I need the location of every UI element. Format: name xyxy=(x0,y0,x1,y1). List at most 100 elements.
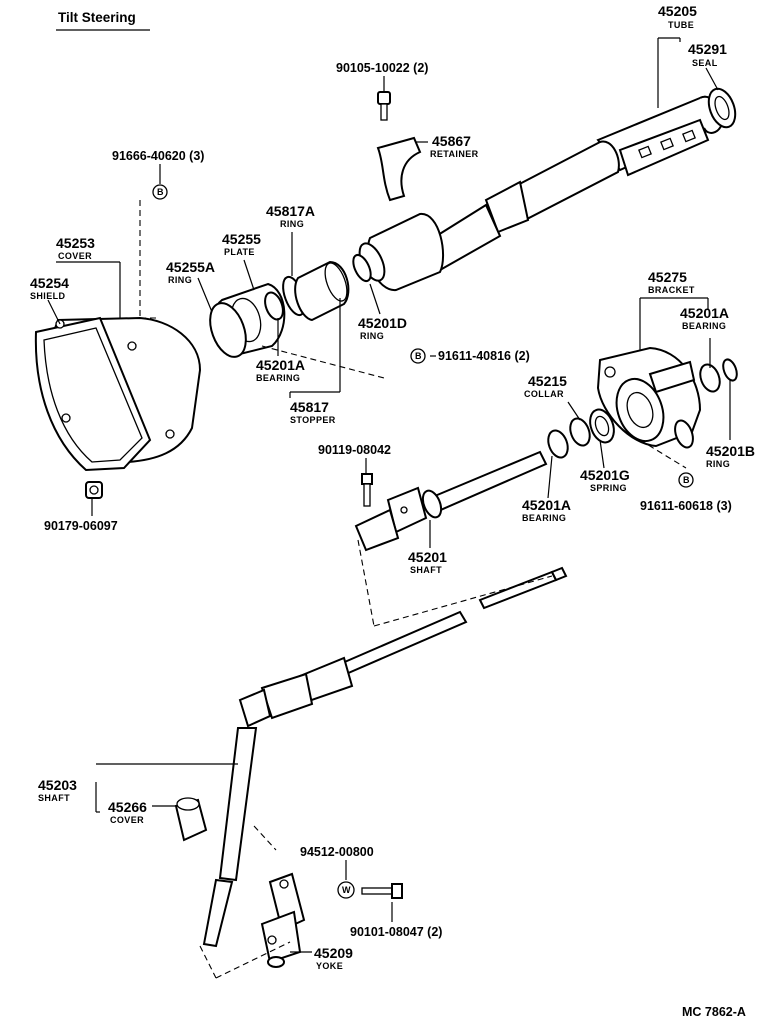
yoke-part xyxy=(260,872,306,968)
part-number: 45203 xyxy=(38,777,77,793)
part-label-45201G: 45201G SPRING xyxy=(580,467,630,493)
marker-w-94512: W xyxy=(337,881,355,899)
marker-w-label: W xyxy=(342,885,351,895)
part-label-90179: 90179-06097 xyxy=(44,519,118,533)
part-name: COVER xyxy=(58,251,92,261)
part-number: 45205 xyxy=(658,3,697,19)
part-number: 90105-10022 (2) xyxy=(336,61,428,75)
nut-90179-part xyxy=(85,481,103,499)
part-label-45203: 45203 SHAFT xyxy=(38,777,77,803)
part-label-94512: 94512-00800 xyxy=(300,845,374,859)
part-label-45215: 45215 COLLAR xyxy=(524,373,567,399)
part-label-45201A-right: 45201A BEARING xyxy=(680,305,729,331)
retainer-part xyxy=(376,136,422,202)
part-number: 45266 xyxy=(108,799,147,815)
upper-shaft-part xyxy=(354,450,548,552)
part-number: 45215 xyxy=(528,373,567,389)
part-label-45201: 45201 SHAFT xyxy=(408,549,447,575)
part-number: 45201A xyxy=(256,357,305,373)
part-name: BEARING xyxy=(256,373,300,383)
part-name: RING xyxy=(360,331,384,341)
part-label-45266: 45266 COVER xyxy=(108,799,147,825)
spring-part xyxy=(589,408,615,444)
part-label-45291: 45291 SEAL xyxy=(688,41,727,68)
part-number: 45201A xyxy=(680,305,729,321)
part-name: COVER xyxy=(110,815,144,825)
part-name: BEARING xyxy=(682,321,726,331)
bolt-90101-part xyxy=(361,883,403,899)
part-number: 45291 xyxy=(688,41,727,57)
marker-b-91611-40816: B xyxy=(410,348,426,364)
part-label-45209: 45209 YOKE xyxy=(314,945,353,971)
part-number: 45253 xyxy=(56,235,95,251)
marker-b-label: B xyxy=(683,475,690,485)
part-number: 45201G xyxy=(580,467,630,483)
part-number: 91611-40816 (2) xyxy=(438,349,530,363)
part-number: 45255A xyxy=(166,259,215,275)
part-number: 45817 xyxy=(290,399,329,415)
part-number: 90101-08047 (2) xyxy=(350,925,442,939)
part-label-45867: 45867 RETAINER xyxy=(430,133,479,159)
bolt-90119-part xyxy=(361,473,373,507)
part-number: 45254 xyxy=(30,275,69,291)
part-label-45817: 45817 STOPPER xyxy=(290,399,336,425)
lower-shaft-part xyxy=(202,672,314,948)
tube-part xyxy=(484,95,724,234)
part-name: SHIELD xyxy=(30,291,66,301)
part-name: COLLAR xyxy=(524,389,564,399)
part-name: RETAINER xyxy=(430,149,479,159)
part-number: 45275 xyxy=(648,269,687,285)
part-number: 91666-40620 (3) xyxy=(112,149,204,163)
part-label-45201B: 45201B RING xyxy=(706,443,755,469)
part-name: BRACKET xyxy=(648,285,695,295)
part-name: SHAFT xyxy=(38,793,70,803)
cover-shield-part xyxy=(34,316,202,472)
part-name: RING xyxy=(280,219,304,229)
intermediate-shaft-part xyxy=(298,566,568,704)
marker-b-label: B xyxy=(157,187,164,197)
part-label-91611-40816: 91611-40816 (2) xyxy=(438,349,530,363)
part-label-45817A: 45817A RING xyxy=(266,203,315,229)
bearing-45201a-middle-part xyxy=(547,429,569,459)
cover-45266-part xyxy=(174,797,208,842)
part-label-45255: 45255 PLATE xyxy=(222,231,261,257)
part-label-45275: 45275 BRACKET xyxy=(648,269,695,295)
part-number: 45201A xyxy=(522,497,571,513)
part-number: 91611-60618 (3) xyxy=(640,499,732,513)
part-label-91666: 91666-40620 (3) xyxy=(112,149,204,163)
part-label-45255A: 45255A RING xyxy=(166,259,215,285)
part-label-90101: 90101-08047 (2) xyxy=(350,925,442,939)
part-number: 45867 xyxy=(432,133,471,149)
part-label-45205: 45205 TUBE xyxy=(658,3,697,30)
part-number: 90119-08042 xyxy=(318,443,391,457)
ring-45255a-part xyxy=(209,302,247,358)
figure-code: MC 7862-A xyxy=(682,1005,746,1019)
bearing-45201a-right-part xyxy=(699,363,721,393)
part-name: SHAFT xyxy=(410,565,442,575)
part-number: 94512-00800 xyxy=(300,845,374,859)
bolt-90105-part xyxy=(377,91,391,121)
part-number: 45201D xyxy=(358,315,407,331)
part-name: BEARING xyxy=(522,513,566,523)
seal-part xyxy=(707,87,737,129)
part-label-90105: 90105-10022 (2) xyxy=(336,61,428,75)
part-number: 45817A xyxy=(266,203,315,219)
part-name: RING xyxy=(168,275,192,285)
marker-b-91611-60618: B xyxy=(678,472,694,488)
marker-b-label: B xyxy=(415,351,422,361)
part-number: 45201B xyxy=(706,443,755,459)
part-number: 90179-06097 xyxy=(44,519,118,533)
part-name: SEAL xyxy=(692,58,718,68)
part-label-45201A-middle: 45201A BEARING xyxy=(522,497,571,523)
bearing-45201a-left-part xyxy=(264,291,284,321)
collar-part xyxy=(569,417,591,447)
part-name: STOPPER xyxy=(290,415,336,425)
part-name: TUBE xyxy=(668,20,694,30)
part-label-45254: 45254 SHIELD xyxy=(30,275,69,301)
stopper-part xyxy=(294,260,350,322)
part-label-45253: 45253 COVER xyxy=(56,235,95,261)
part-label-45201A-left: 45201A BEARING xyxy=(256,357,305,383)
part-label-90119: 90119-08042 xyxy=(318,443,391,457)
leader-lines xyxy=(47,37,731,979)
